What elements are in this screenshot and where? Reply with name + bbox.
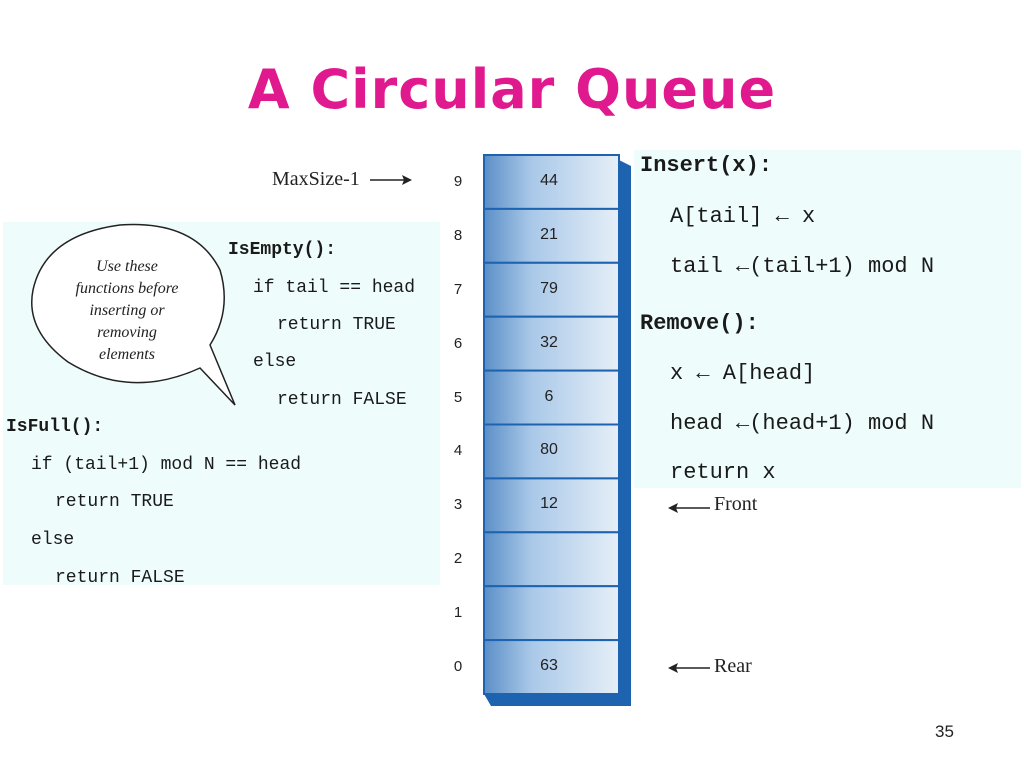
isempty-line: if tail == head [253,278,416,298]
array-index-label: 0 [453,658,463,676]
array-cell-value: 79 [540,279,558,297]
array-cell [483,531,620,588]
maxsize-label: MaxSize-1 [272,168,360,190]
array-index-label: 6 [453,334,463,352]
array-cell-value: 32 [540,333,558,351]
array-index-label: 4 [453,442,463,460]
array-index-label: 1 [453,604,463,622]
isempty-header: IsEmpty(): [228,240,337,260]
front-label: Front [714,493,758,515]
page-number: 35 [935,722,954,741]
insert-line: A[tail] ← x [670,204,816,229]
insert-header: Insert(x): [640,153,773,178]
bubble-line: removing [97,324,157,341]
array-cell-value: 21 [540,225,558,243]
array-cell [483,423,620,480]
maxsize-arrow-icon [370,175,412,185]
bubble-line: inserting or [89,302,165,319]
array-index-label: 3 [453,496,463,514]
remove-line: x ← A[head] [670,361,816,386]
rear-label: Rear [714,655,752,677]
isfull-line: if (tail+1) mod N == head [31,455,302,475]
rear-arrow-icon [668,663,710,673]
bubble-text: Use these functions before inserting or … [58,256,196,366]
array-cell [483,315,620,372]
array-cell-value: 6 [544,387,554,405]
bubble-line: elements [99,346,155,363]
array-index-label: 7 [453,280,463,298]
array-cell-value: 80 [540,441,558,459]
remove-line: head ←(head+1) mod N [670,411,935,436]
isfull-line: return TRUE [55,492,174,512]
array-index-label: 8 [453,226,463,244]
array-border [483,154,620,695]
isempty-line: return FALSE [277,390,407,410]
isfull-line: return FALSE [55,568,185,588]
array-cell-value: 44 [540,171,558,189]
remove-line: return x [670,460,776,485]
bubble-line: Use these [96,258,158,275]
slide-title: A Circular Queue [247,58,777,121]
front-arrow-icon [668,503,710,513]
isempty-line: return TRUE [277,315,396,335]
array-cell [483,585,620,642]
isfull-line: else [31,530,75,550]
remove-header: Remove(): [640,311,759,336]
array-index-label: 9 [453,172,463,190]
bubble-line: functions before [75,280,179,297]
array-cell [483,369,620,426]
right-code-panel [634,150,1021,488]
array-cell-value: 63 [540,657,558,675]
isempty-line: else [253,352,297,372]
array-index-label: 2 [453,550,463,568]
array-index-label: 5 [453,388,463,406]
array-cell-value: 12 [540,495,558,513]
isfull-header: IsFull(): [6,417,104,437]
insert-line: tail ←(tail+1) mod N [670,254,935,279]
